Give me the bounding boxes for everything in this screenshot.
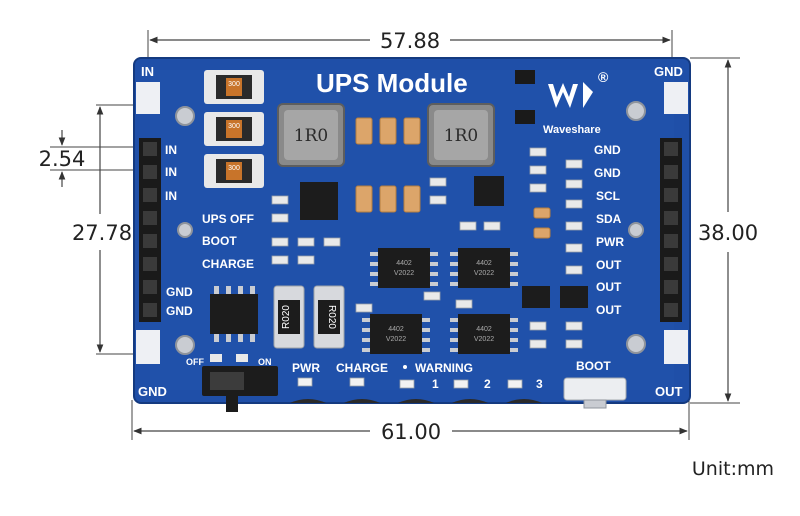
mounting-hole — [175, 335, 195, 355]
mounting-hole — [626, 334, 646, 354]
corner-label-top-right: GND — [654, 64, 683, 79]
chip-marking: 4402 — [476, 326, 492, 333]
cap-marking: 300 — [228, 123, 240, 130]
unit-label: Unit:mm — [691, 458, 774, 480]
right-pin-label: SCL — [596, 189, 620, 203]
right-pin-header — [660, 138, 682, 322]
inductor-marking: 1R0 — [444, 126, 478, 146]
bottom-edge-cutouts — [290, 399, 542, 403]
dimension-top-width-label: 57.88 — [380, 29, 440, 53]
dimension-right-height-label: 38.00 — [698, 221, 758, 245]
cap-marking: 300 — [228, 165, 240, 172]
shunt-resistor-right: R020 — [313, 285, 345, 349]
left-pin-label: IN — [165, 143, 177, 157]
board-title: UPS Module — [316, 68, 468, 98]
chip-marking: 4402 — [388, 326, 404, 333]
dimension-pin-pitch: 2.54 — [39, 130, 148, 187]
corner-pad-bottom-right — [664, 330, 688, 364]
smd-transistor — [515, 70, 535, 84]
input-capacitors: 300 300 300 — [204, 70, 264, 188]
mounting-hole — [177, 222, 193, 238]
corner-label-top-left: IN — [141, 64, 154, 79]
switch-on-label: ON — [258, 357, 272, 367]
corner-label-bottom-right: OUT — [655, 384, 683, 399]
left-gnd-label: GND — [166, 285, 193, 299]
mounting-hole — [175, 106, 195, 126]
right-pin-label: SDA — [596, 212, 622, 226]
boot-button[interactable] — [563, 377, 627, 409]
dimension-bottom-width: 61.00 — [131, 400, 690, 444]
corner-pad-top-right — [664, 82, 688, 114]
led-label-warning: WARNING — [415, 361, 473, 375]
mounting-hole — [626, 101, 646, 121]
waveshare-logo-icon — [548, 82, 593, 108]
ic-chips: 4402 V2022 4402 V2022 4402 V2022 4402 V2… — [210, 176, 588, 354]
left-pin-label: IN — [165, 165, 177, 179]
right-pin-label: GND — [594, 166, 621, 180]
chip-marking: V2022 — [474, 336, 494, 343]
status-leds — [297, 377, 523, 389]
label-ups-off: UPS OFF — [202, 212, 254, 226]
smd-resistor — [210, 354, 222, 362]
dimension-left-height: 27.78 — [72, 104, 146, 355]
right-pin-label: GND — [594, 143, 621, 157]
boot-button-label: BOOT — [576, 359, 611, 373]
power-slide-switch[interactable] — [202, 366, 278, 412]
smd-transistor — [515, 110, 535, 124]
left-pin-header — [139, 138, 161, 322]
right-pin-label: PWR — [596, 235, 624, 249]
ceramic-capacitors — [355, 117, 551, 239]
led-label-1: 1 — [432, 377, 439, 391]
silk-dot — [403, 365, 407, 369]
cap-marking: 300 — [228, 81, 240, 88]
corner-pad-bottom-left — [136, 330, 160, 364]
label-charge: CHARGE — [202, 257, 254, 271]
mounting-hole — [628, 222, 644, 238]
chip-marking: V2022 — [394, 270, 414, 277]
corner-label-bottom-left: GND — [138, 384, 167, 399]
chip-marking: V2022 — [386, 336, 406, 343]
left-gnd-label: GND — [166, 304, 193, 318]
inductor-marking: 1R0 — [294, 126, 328, 146]
brand-name: Waveshare — [543, 124, 601, 136]
left-pin-label: IN — [165, 189, 177, 203]
led-label-charge: CHARGE — [336, 361, 388, 375]
dimension-left-height-label: 27.78 — [72, 221, 132, 245]
label-boot: BOOT — [202, 234, 237, 248]
dimension-bottom-width-label: 61.00 — [381, 420, 441, 444]
dimension-top-width: 57.88 — [147, 29, 673, 58]
corner-pad-top-left — [136, 82, 160, 114]
resistor-marking: R020 — [281, 305, 292, 329]
smd-passives — [271, 147, 583, 349]
right-pin-label: OUT — [596, 280, 622, 294]
smd-resistor — [236, 354, 248, 362]
shunt-resistor-left: R020 — [273, 285, 305, 349]
right-pin-label: OUT — [596, 258, 622, 272]
dimension-right-height: 38.00 — [690, 57, 758, 404]
chip-marking: 4402 — [476, 260, 492, 267]
chip-marking: V2022 — [474, 270, 494, 277]
inductor-right: 1R0 — [427, 103, 495, 167]
registered-mark: ® — [598, 69, 609, 85]
led-label-pwr: PWR — [292, 361, 320, 375]
right-pin-label: OUT — [596, 303, 622, 317]
inductor-left: 1R0 — [277, 103, 345, 167]
switch-off-label: OFF — [186, 357, 204, 367]
led-label-3: 3 — [536, 377, 543, 391]
dimension-pin-pitch-label: 2.54 — [39, 147, 86, 171]
resistor-marking: R020 — [326, 305, 337, 329]
chip-marking: 4402 — [396, 260, 412, 267]
pcb-board: IN GND GND OUT UPS Module ® Waveshare 30… — [133, 57, 691, 412]
led-label-2: 2 — [484, 377, 491, 391]
